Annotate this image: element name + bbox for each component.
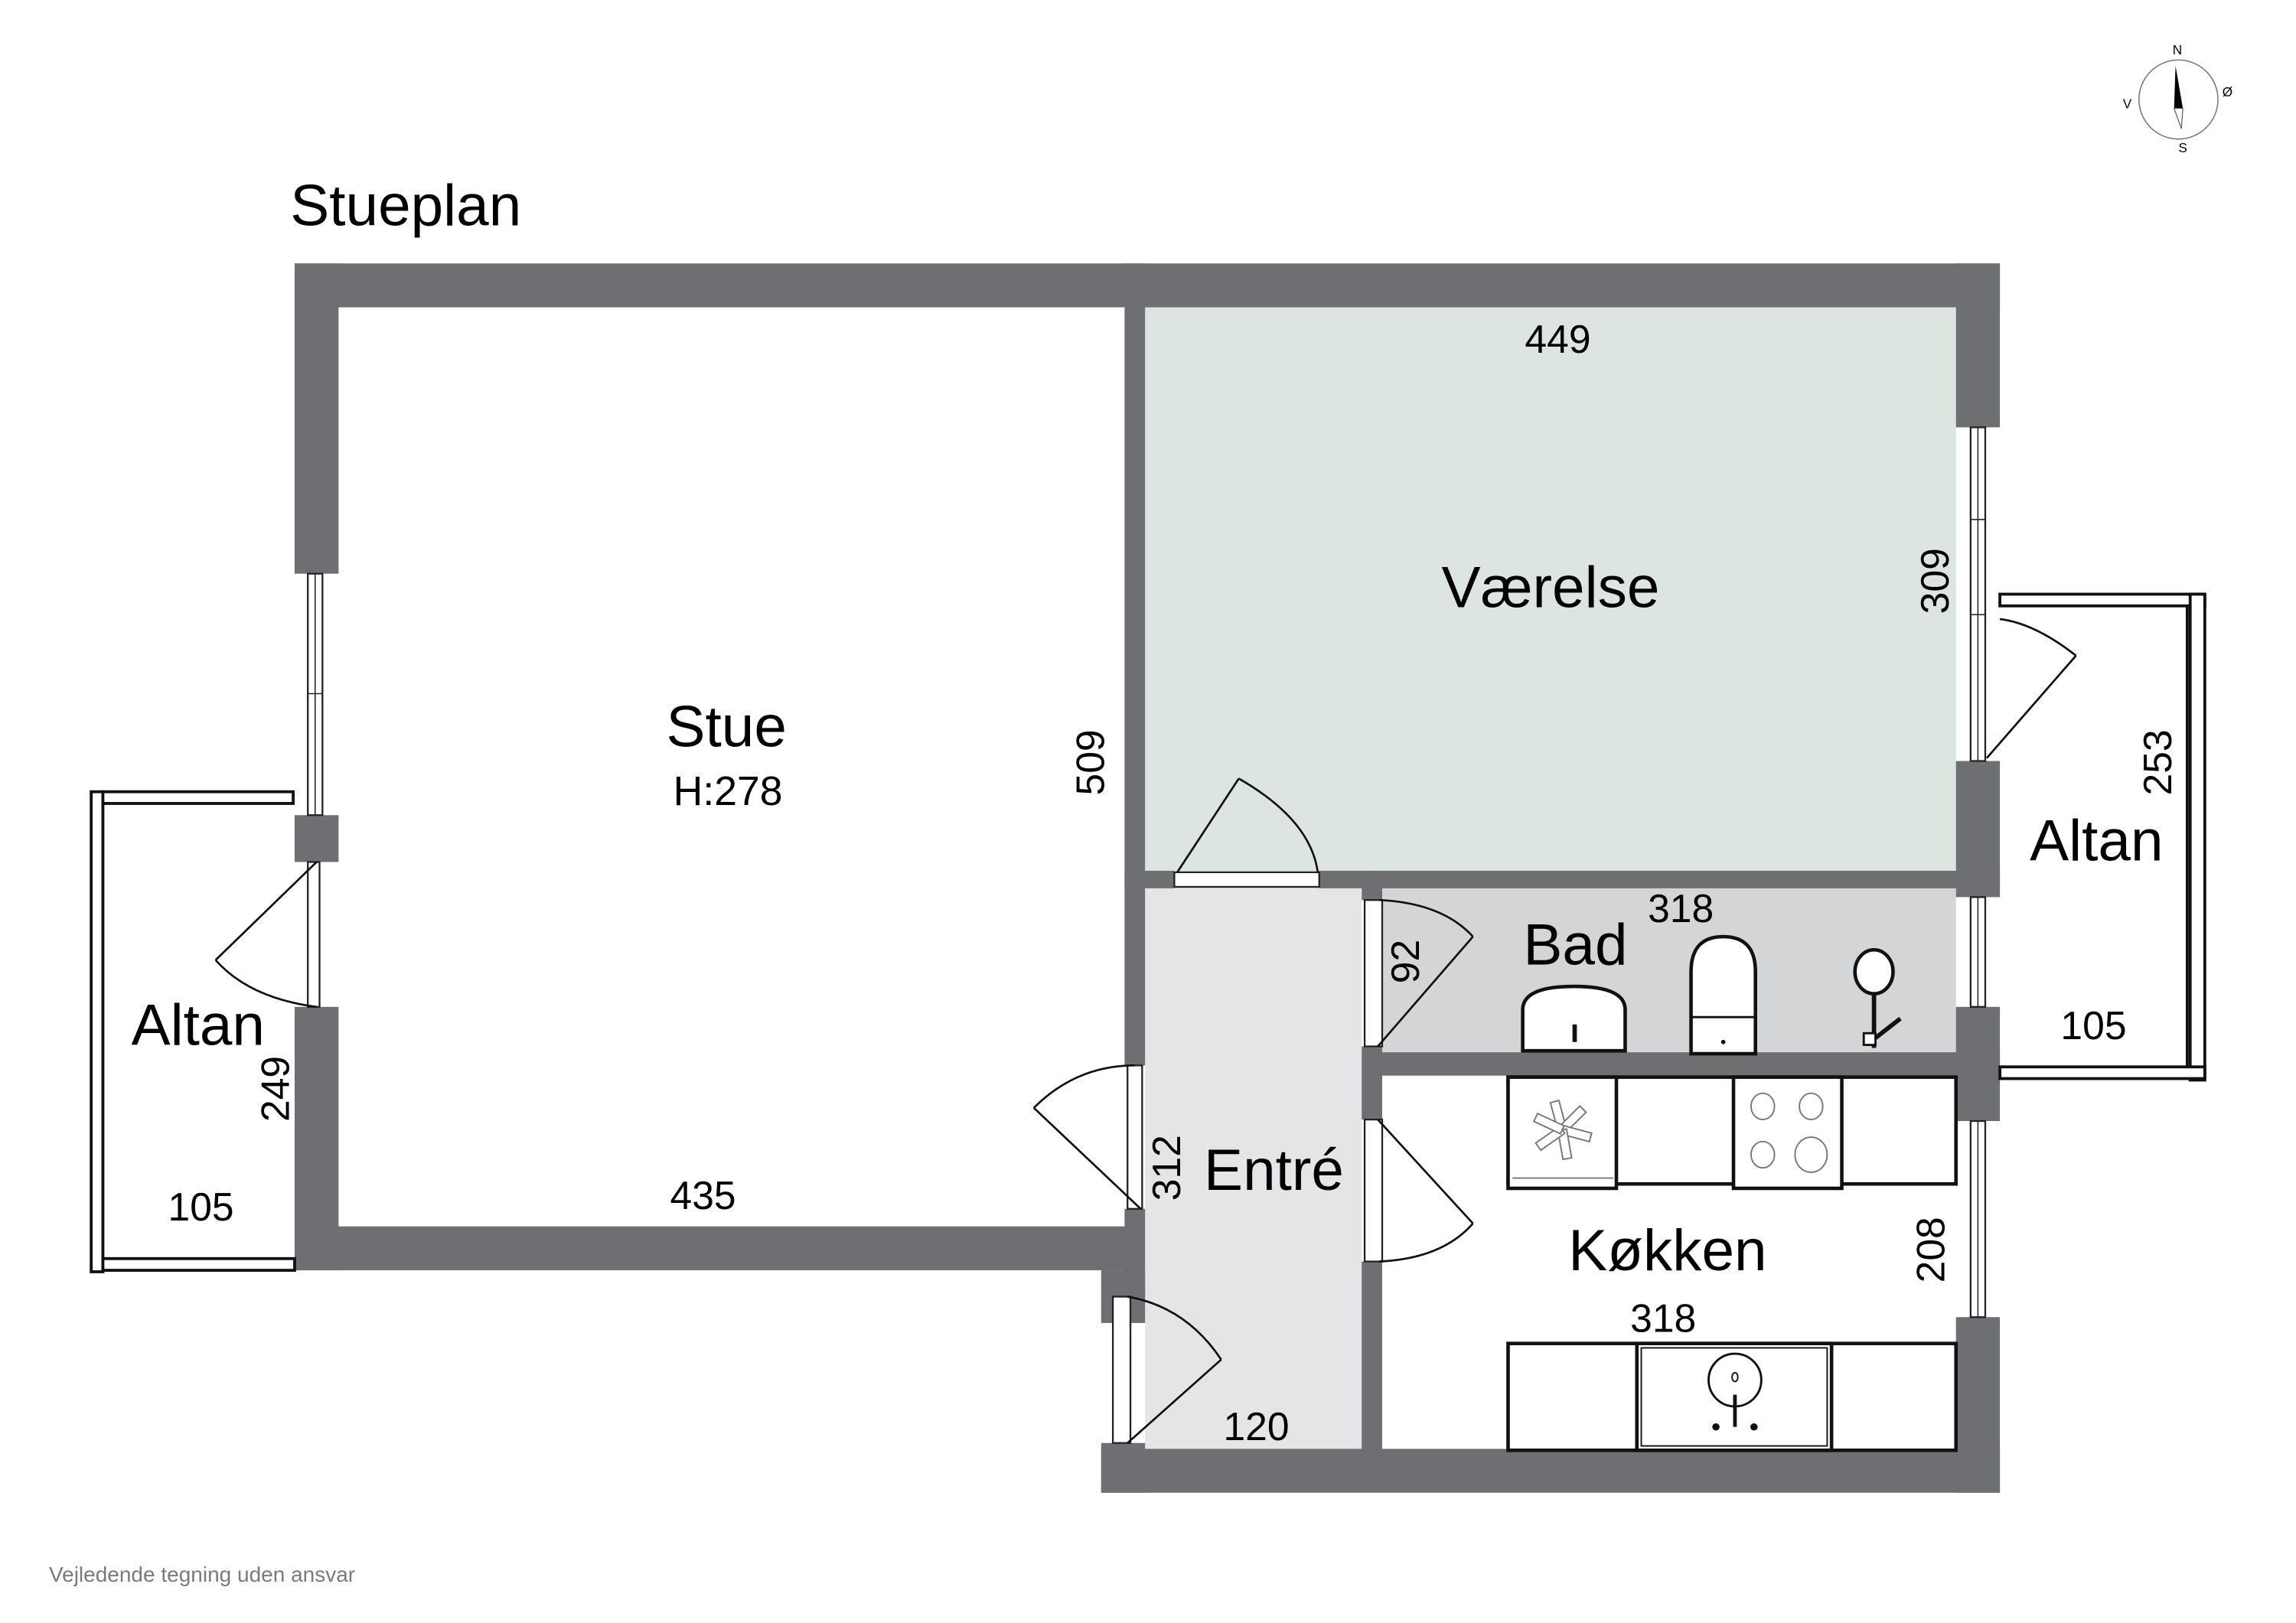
- stove-icon: [1750, 1092, 1828, 1173]
- dim-vaerelse-width: 449: [1525, 317, 1590, 361]
- door-stue-altan[interactable]: [214, 861, 321, 1009]
- walls: [294, 263, 2001, 1493]
- dishwasher-icon: [1532, 1099, 1593, 1161]
- room-floor-vaerelse: [1145, 307, 1956, 871]
- room-label-koekken: Køkken: [1568, 1218, 1766, 1283]
- door-vaerelse-altan[interactable]: [1985, 618, 2077, 759]
- compass-icon: N S Ø V: [2123, 42, 2232, 155]
- room-height-stue: H:278: [673, 769, 783, 814]
- dim-entre-depth: 312: [1144, 1135, 1189, 1201]
- disclaimer-footer: Vejledende tegning uden ansvar: [49, 1563, 356, 1586]
- door-vaerelse[interactable]: [1173, 777, 1320, 888]
- room-label-bad: Bad: [1523, 912, 1627, 977]
- altan-right-railing: [1998, 592, 2206, 1082]
- dim-altan-right-depth: 253: [2135, 729, 2180, 795]
- dim-koekken-depth: 208: [1908, 1217, 1952, 1282]
- room-floor-stue: [338, 307, 1125, 1227]
- plan-title: Stueplan: [290, 174, 521, 239]
- room-label-entre: Entré: [1204, 1138, 1344, 1203]
- shower-icon: [1853, 947, 1902, 1048]
- door-stue-entre[interactable]: [1032, 1064, 1143, 1210]
- dim-altan-left-depth: 249: [253, 1056, 297, 1122]
- window-stue-left: [307, 572, 324, 816]
- room-label-altan-left: Altan: [132, 993, 265, 1058]
- dim-bad-depth: 92: [1383, 940, 1427, 983]
- door-bad[interactable]: [1363, 898, 1474, 1048]
- dim-entre-width: 120: [1223, 1404, 1289, 1449]
- room-floor-entre: [1145, 886, 1362, 1451]
- dim-bad-width: 318: [1648, 886, 1714, 930]
- window-bad-right: [1969, 896, 1987, 1008]
- toilet-icon: [1689, 934, 1757, 1056]
- svg-text:S: S: [2178, 140, 2187, 155]
- dim-stue-width: 435: [670, 1173, 736, 1217]
- window-vaerelse-right: [1969, 426, 1987, 762]
- room-label-altan-right: Altan: [2030, 809, 2163, 874]
- dim-altan-right-width: 105: [2060, 1003, 2126, 1048]
- dim-stue-depth: 509: [1068, 729, 1113, 795]
- altan-left-railing: [90, 790, 296, 1273]
- door-koekken[interactable]: [1363, 1118, 1474, 1263]
- dim-koekken-width: 318: [1630, 1295, 1696, 1340]
- svg-text:N: N: [2173, 42, 2182, 57]
- bathroom-sink-icon: [1521, 984, 1627, 1053]
- window-koekken-right: [1969, 1119, 1987, 1318]
- dim-altan-left-width: 105: [168, 1185, 234, 1229]
- svg-text:Ø: Ø: [2223, 84, 2232, 99]
- door-front-entrance[interactable]: [1111, 1295, 1222, 1444]
- room-label-vaerelse: Værelse: [1442, 556, 1660, 621]
- dim-vaerelse-depth: 309: [1913, 548, 1957, 614]
- kitchen-sink-icon: [1707, 1352, 1763, 1431]
- svg-text:V: V: [2123, 96, 2132, 112]
- room-label-stue: Stue: [667, 694, 787, 759]
